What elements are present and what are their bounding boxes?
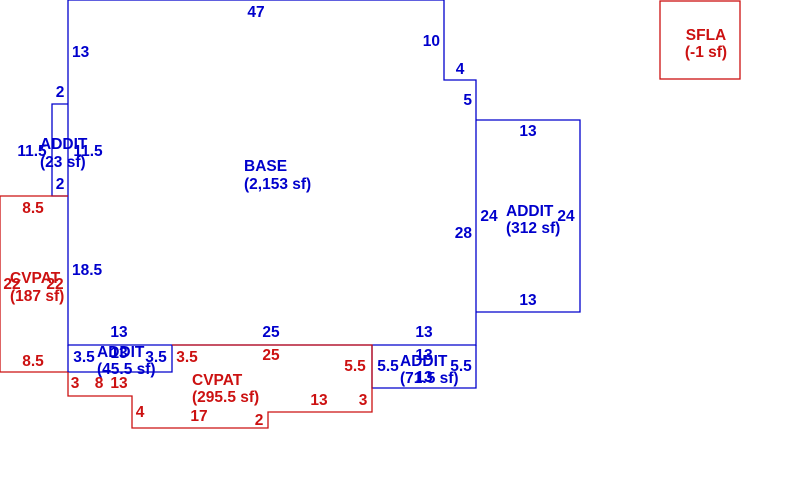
addit-bottom-right-dim-top: 13 bbox=[415, 347, 433, 364]
addit-right-area: ADDIT (312 sf) 13 24 24 13 bbox=[476, 119, 581, 313]
base-dim-right-upper: 5 bbox=[463, 92, 472, 109]
addit-left-dim-outer: 11.5 bbox=[17, 143, 47, 160]
sfla-area: (-1 sf) bbox=[685, 44, 727, 61]
cvpat-left-dim-outer: 22 bbox=[3, 276, 20, 293]
addit-right-dim-left: 24 bbox=[480, 208, 498, 225]
addit-bottom-right-dim-right: 5.5 bbox=[450, 358, 472, 375]
addit-bottom-right-dim-bottom: 13 bbox=[415, 369, 433, 386]
addit-left-label: ADDIT bbox=[40, 136, 88, 153]
addit-bottom-right-label: ADDIT bbox=[400, 353, 448, 370]
sfla-legend-box bbox=[659, 0, 741, 80]
base-label: BASE bbox=[244, 158, 287, 175]
addit-bottom-left-dim-mid: 13 bbox=[110, 345, 128, 362]
base-dim-top: 47 bbox=[247, 4, 264, 21]
sfla-legend: SFLA (-1 sf) bbox=[659, 0, 741, 80]
base-dim-bottom-right: 13 bbox=[415, 324, 433, 341]
base-area-label: (2,153 sf) bbox=[244, 176, 311, 193]
cvpat-left-dim-inner: 22 bbox=[46, 276, 63, 293]
addit-left-area-label: (23 sf) bbox=[40, 154, 86, 171]
addit-right-dim-top: 13 bbox=[519, 123, 537, 140]
base-dim-left-lower: 18.5 bbox=[72, 262, 103, 279]
addit-right-area-label: (312 sf) bbox=[506, 220, 560, 237]
addit-bottom-left-label: ADDIT bbox=[97, 344, 145, 361]
cvpat-bottom-dim-top: 25 bbox=[262, 347, 280, 364]
cvpat-left-dim-top: 8.5 bbox=[22, 200, 44, 217]
cvpat-bottom-dim-top-right: 5.5 bbox=[344, 358, 366, 375]
cvpat-bottom-area-label: (295.5 sf) bbox=[192, 389, 259, 406]
cvpat-left-label: CVPAT bbox=[10, 270, 61, 287]
addit-bottom-right-dim-left: 5.5 bbox=[377, 358, 399, 375]
cvpat-bottom-dim-step-b: 2 bbox=[255, 412, 264, 429]
addit-right-label: ADDIT bbox=[506, 203, 554, 220]
cvpat-bottom-dim-step: 4 bbox=[136, 404, 145, 421]
base-dim-left-b: 2 bbox=[56, 176, 65, 193]
addit-bottom-left-area-label: (45.5 sf) bbox=[97, 361, 156, 378]
cvpat-bottom-dim-top-left: 3.5 bbox=[176, 349, 198, 366]
cvpat-bottom-dim-left: 3 bbox=[71, 375, 80, 392]
base-area: BASE (2,153 sf) 47 13 10 4 5 28 18.5 13 … bbox=[56, 0, 477, 346]
addit-left-area: 11.5 ADDIT (23 sf) 11.5 bbox=[17, 103, 103, 197]
addit-right-outline bbox=[476, 119, 581, 313]
addit-bottom-right-area: 5.5 13 13 5.5 ADDIT (71.5 sf) bbox=[371, 345, 477, 389]
cvpat-bottom-dim-left-c: 13 bbox=[110, 375, 128, 392]
cvpat-left-area-label: (187 sf) bbox=[10, 288, 64, 305]
addit-right-dim-right: 24 bbox=[557, 208, 575, 225]
cvpat-left-area: 8.5 22 22 CVPAT (187 sf) 8.5 bbox=[0, 195, 68, 373]
cvpat-bottom-dim-bottom: 17 bbox=[190, 408, 207, 425]
base-dim-left-upper: 13 bbox=[72, 44, 90, 61]
cvpat-bottom-dim-bottom-right: 13 bbox=[310, 392, 328, 409]
addit-left-dim-inner: 11.5 bbox=[73, 143, 103, 160]
addit-bottom-left-dim-left: 3.5 bbox=[73, 349, 95, 366]
cvpat-bottom-dim-left-b: 8 bbox=[95, 375, 104, 392]
addit-bottom-right-area-label: (71.5 sf) bbox=[400, 370, 459, 387]
cvpat-bottom-outline bbox=[67, 344, 373, 429]
base-dim-bottom-left: 13 bbox=[110, 324, 128, 341]
sfla-title: SFLA bbox=[686, 27, 726, 44]
cvpat-bottom-dim-right: 3 bbox=[359, 392, 368, 409]
base-dim-notch-top: 4 bbox=[456, 61, 465, 78]
addit-right-dim-bottom: 13 bbox=[519, 292, 537, 309]
cvpat-bottom-label: CVPAT bbox=[192, 372, 243, 389]
addit-bottom-left-dim-right: 3.5 bbox=[145, 349, 167, 366]
addit-bottom-left-outline bbox=[67, 345, 173, 373]
base-dim-left-a: 2 bbox=[56, 84, 65, 101]
base-dim-right: 28 bbox=[455, 225, 473, 242]
addit-bottom-left-area: 3.5 13 3.5 ADDIT (45.5 sf) bbox=[67, 344, 173, 378]
base-dim-bottom: 25 bbox=[262, 324, 280, 341]
cvpat-bottom-area: 3.5 25 5.5 3 8 13 4 17 2 13 3 CVPAT (295… bbox=[67, 344, 373, 429]
base-dim-notch-side: 10 bbox=[423, 33, 440, 50]
cvpat-left-outline bbox=[0, 195, 68, 373]
cvpat-left-dim-bottom: 8.5 bbox=[22, 353, 44, 370]
